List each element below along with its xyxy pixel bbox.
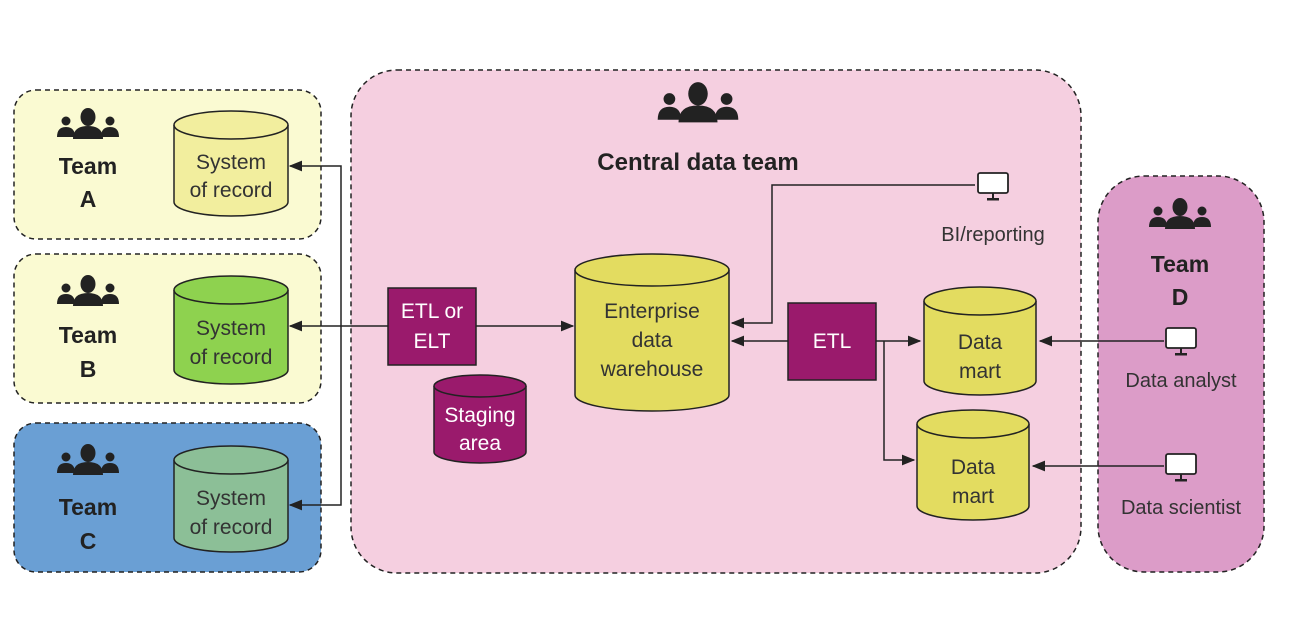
source-connectors bbox=[288, 160, 388, 511]
bi-reporting-label: BI/reporting bbox=[941, 224, 1044, 246]
data-analyst-label: Data analyst bbox=[1125, 370, 1237, 392]
warehouse-line2: data bbox=[632, 329, 673, 352]
data-mart-1: Data mart bbox=[923, 286, 1037, 396]
mart1-line2: mart bbox=[959, 360, 1001, 383]
system-a-line2: of record bbox=[190, 179, 273, 202]
mart1-line1: Data bbox=[958, 331, 1003, 354]
team-c-label: Team bbox=[59, 494, 117, 520]
etl-or-elt-box: ETL or ELT bbox=[387, 287, 477, 366]
etl-or-elt-line1: ETL or bbox=[401, 300, 463, 323]
mart2-line2: mart bbox=[952, 485, 994, 508]
staging-line2: area bbox=[459, 432, 501, 455]
system-of-record-b: System of record bbox=[173, 275, 289, 385]
enterprise-data-warehouse: Enterprise data warehouse bbox=[574, 253, 730, 412]
staging-area: Staging area bbox=[433, 374, 527, 464]
system-of-record-c: System of record bbox=[173, 445, 289, 553]
warehouse-line3: warehouse bbox=[600, 358, 704, 381]
team-c-letter: C bbox=[80, 528, 97, 554]
etl-label: ETL bbox=[813, 330, 852, 353]
system-c-line2: of record bbox=[190, 516, 273, 539]
team-d-letter: D bbox=[1172, 284, 1189, 310]
data-mart-2: Data mart bbox=[916, 409, 1030, 521]
etl-or-elt-line2: ELT bbox=[414, 330, 451, 353]
data-scientist-label: Data scientist bbox=[1121, 497, 1241, 519]
central-team-title: Central data team bbox=[597, 149, 798, 176]
warehouse-line1: Enterprise bbox=[604, 300, 700, 323]
system-b-line2: of record bbox=[190, 346, 273, 369]
system-a-line1: System bbox=[196, 151, 266, 174]
system-of-record-a: System of record bbox=[173, 110, 289, 217]
etl-box: ETL bbox=[787, 302, 877, 381]
bi-to-warehouse-arrow bbox=[730, 184, 975, 329]
consumer-connectors bbox=[1031, 335, 1164, 472]
team-d-label: Team bbox=[1151, 251, 1209, 277]
team-a-letter: A bbox=[80, 186, 97, 212]
staging-line1: Staging bbox=[444, 404, 515, 427]
team-b-letter: B bbox=[80, 356, 97, 382]
system-c-line1: System bbox=[196, 487, 266, 510]
team-a-label: Team bbox=[59, 153, 117, 179]
team-d-panel bbox=[1097, 175, 1265, 573]
team-b-label: Team bbox=[59, 322, 117, 348]
mart2-line1: Data bbox=[951, 456, 996, 479]
etl-to-marts-connectors bbox=[876, 335, 922, 466]
system-b-line1: System bbox=[196, 317, 266, 340]
